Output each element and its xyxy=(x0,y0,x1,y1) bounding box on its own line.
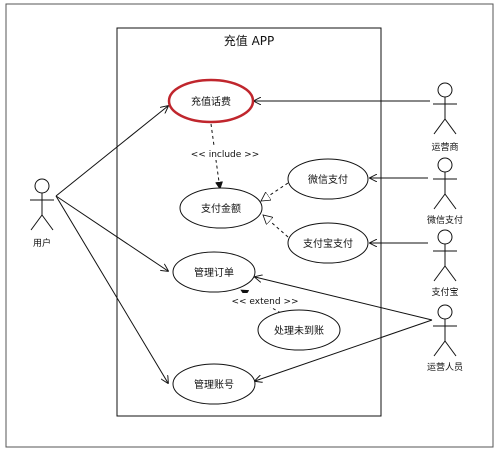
use-case-recharge[interactable]: 充值话费 xyxy=(167,78,255,124)
actor-wechat-pay-label: 微信支付 xyxy=(427,214,463,226)
actor-ops-staff-label: 运营人员 xyxy=(427,361,463,373)
use-case-alipay[interactable]: 支付宝支付 xyxy=(287,222,369,264)
use-case-manage-orders-label: 管理订单 xyxy=(194,266,234,279)
connectors xyxy=(55,101,433,383)
actor-alipay-label: 支付宝 xyxy=(431,286,458,298)
assoc-user-manage-orders xyxy=(55,195,168,271)
actor-ops-staff[interactable] xyxy=(433,304,457,357)
include-label: << include >> xyxy=(191,150,260,160)
use-case-wechat-pay-label: 微信支付 xyxy=(308,173,348,186)
actor-user-label: 用户 xyxy=(33,237,51,249)
extend-label-bg xyxy=(236,293,294,307)
actor-operator-label: 运营商 xyxy=(431,141,458,153)
include-label-bg xyxy=(196,146,254,160)
use-case-pay-amount-label: 支付金额 xyxy=(201,202,241,215)
use-case-alipay-label: 支付宝支付 xyxy=(303,237,353,250)
use-case-manage-account[interactable]: 管理账号 xyxy=(172,363,256,405)
use-case-wechat-pay[interactable]: 微信支付 xyxy=(287,158,369,200)
actor-operator[interactable] xyxy=(433,82,457,135)
assoc-user-recharge xyxy=(55,106,168,197)
use-case-manage-orders[interactable]: 管理订单 xyxy=(172,251,256,293)
assoc-ops-manage-orders xyxy=(255,277,433,321)
assoc-user-manage-account xyxy=(55,195,168,383)
use-case-recharge-label: 充值话费 xyxy=(191,95,231,108)
extend-label: << extend >> xyxy=(231,297,298,307)
use-case-handle-unpaid-label: 处理未到账 xyxy=(274,325,324,337)
assoc-ops-manage-account xyxy=(255,319,433,381)
actor-alipay[interactable] xyxy=(433,229,457,282)
use-case-pay-amount[interactable]: 支付金额 xyxy=(179,187,263,229)
system-title: 充值 APP xyxy=(224,33,275,48)
actor-wechat-pay[interactable] xyxy=(433,157,457,210)
use-case-handle-unpaid[interactable]: 处理未到账 xyxy=(257,309,341,351)
use-case-manage-account-label: 管理账号 xyxy=(194,378,234,391)
actor-user[interactable] xyxy=(30,178,54,231)
